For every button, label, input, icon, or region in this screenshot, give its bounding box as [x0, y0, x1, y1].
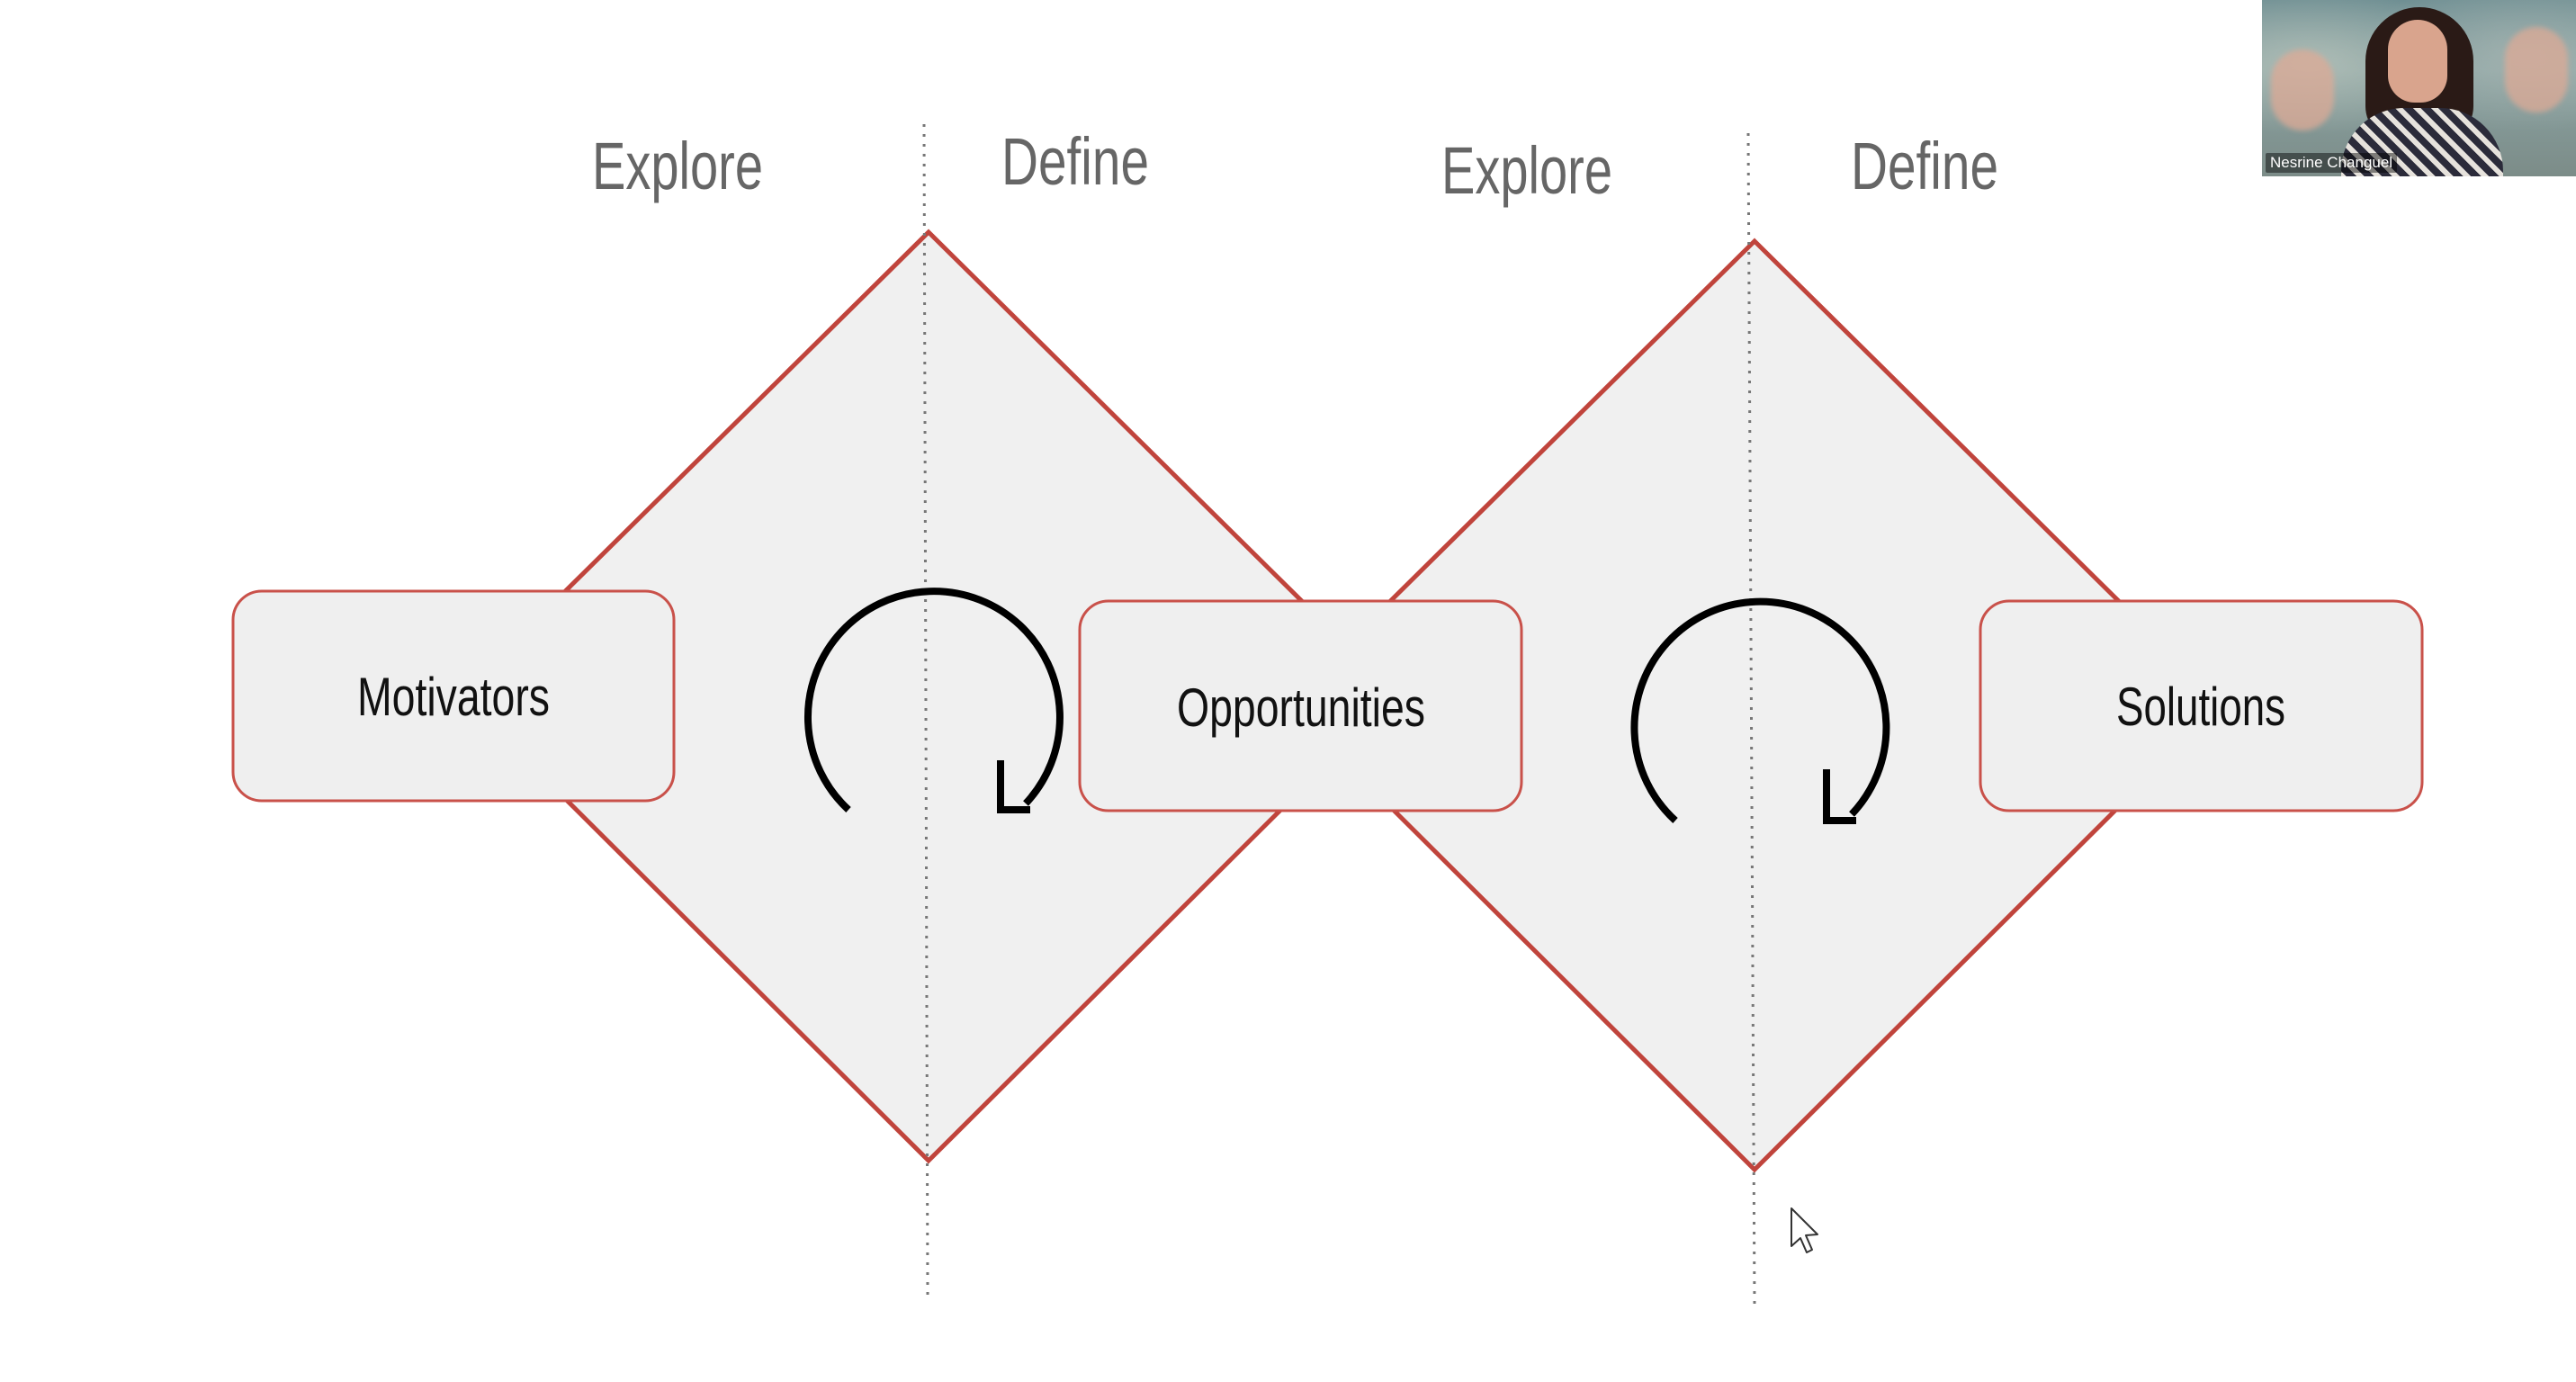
cycle-arrow-1-icon	[803, 588, 1064, 813]
video-person-body	[2341, 108, 2503, 176]
motivators-box: Motivators	[231, 589, 676, 803]
cycle-arrow-2-icon	[1630, 597, 1890, 824]
phase-label-explore-2: Explore	[1441, 133, 1612, 208]
solutions-box: Solutions	[1979, 599, 2424, 812]
divider-line-2	[1746, 132, 1756, 1306]
divider-line-1	[922, 123, 929, 1297]
phase-label-explore-1: Explore	[592, 129, 763, 203]
opportunities-label: Opportunities	[1177, 678, 1425, 738]
phase-label-define-1: Define	[1001, 124, 1149, 199]
video-hand-left	[2271, 49, 2334, 130]
video-person-face	[2388, 20, 2447, 103]
participant-name-tag: Nesrine Changuel	[2266, 153, 2398, 173]
opportunities-box: Opportunities	[1078, 599, 1523, 812]
video-hand-right	[2505, 27, 2568, 112]
diamond-1	[457, 229, 1400, 1164]
diamond-2	[1283, 238, 2226, 1173]
motivators-label: Motivators	[357, 667, 550, 727]
solutions-label: Solutions	[2116, 677, 2285, 737]
video-participant-tile[interactable]: Nesrine Changuel	[2262, 0, 2576, 176]
phase-label-define-2: Define	[1851, 129, 1998, 203]
mouse-pointer-icon	[1791, 1207, 1818, 1253]
